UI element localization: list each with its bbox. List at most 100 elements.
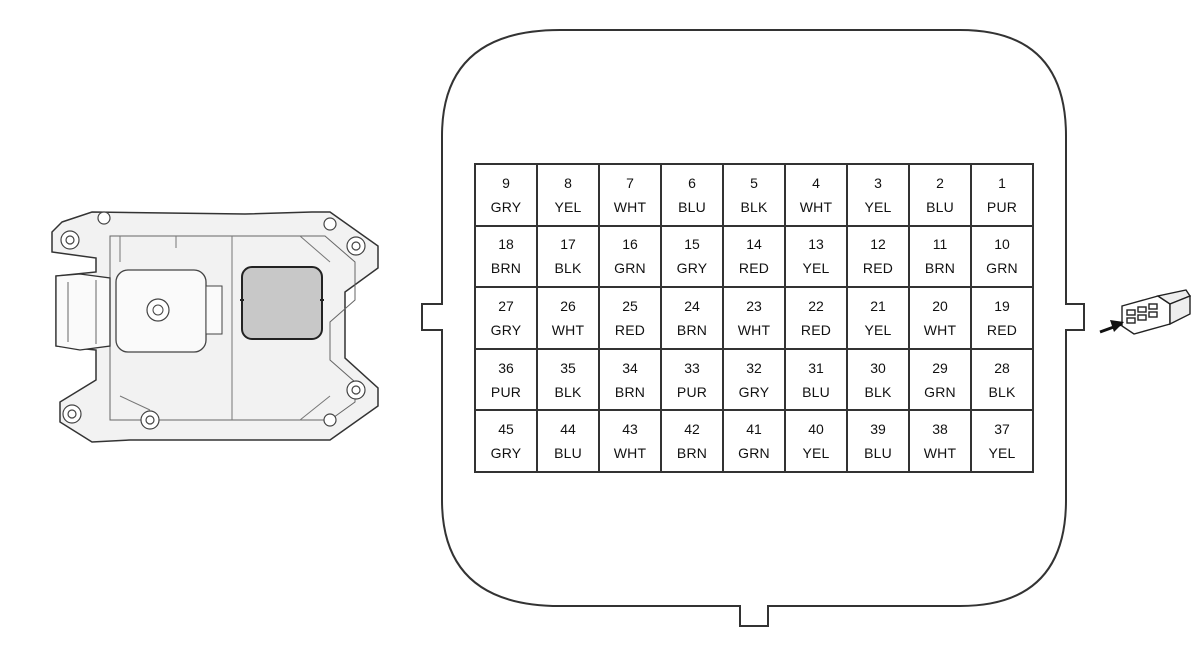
pin-number: 25 bbox=[622, 297, 638, 314]
pin-wire-color: WHT bbox=[551, 321, 585, 338]
pin-number: 29 bbox=[932, 359, 948, 376]
pin-number: 9 bbox=[502, 174, 510, 191]
insert-arrow-icon bbox=[1099, 320, 1124, 334]
pin-wire-color: BRN bbox=[490, 260, 522, 277]
pin-number: 45 bbox=[498, 421, 514, 438]
pin-wire-color: WHT bbox=[613, 445, 647, 462]
pin-number: 39 bbox=[870, 421, 886, 438]
pin-number: 12 bbox=[870, 236, 886, 253]
pin-wire-color: YEL bbox=[802, 445, 830, 462]
pin-number: 26 bbox=[560, 297, 576, 314]
pin-wire-color: RED bbox=[614, 321, 646, 338]
pin-number: 3 bbox=[874, 174, 882, 191]
pin-number: 32 bbox=[746, 359, 762, 376]
pin-wire-color: BLK bbox=[864, 383, 892, 400]
pin-number: 6 bbox=[688, 174, 696, 191]
pin-wire-color: WHT bbox=[799, 198, 833, 215]
pin-wire-color: BLU bbox=[554, 445, 582, 462]
pin-wire-color: PUR bbox=[676, 383, 708, 400]
pin-wire-color: YEL bbox=[554, 198, 582, 215]
pin-number: 37 bbox=[994, 421, 1010, 438]
pin-number: 28 bbox=[994, 359, 1010, 376]
pin-wire-color: BRN bbox=[614, 383, 646, 400]
pin-wire-color: GRN bbox=[614, 260, 646, 277]
pin-wire-color: WHT bbox=[923, 445, 957, 462]
pin-wire-color: RED bbox=[862, 260, 894, 277]
pin-number: 42 bbox=[684, 421, 700, 438]
pin-wire-color: PUR bbox=[490, 383, 522, 400]
pin-number: 18 bbox=[498, 236, 514, 253]
pin-number: 31 bbox=[808, 359, 824, 376]
pin-number: 14 bbox=[746, 236, 762, 253]
pin-number: 41 bbox=[746, 421, 762, 438]
module-inner-panel bbox=[109, 235, 356, 421]
pin-number: 35 bbox=[560, 359, 576, 376]
pin-number: 15 bbox=[684, 236, 700, 253]
pin-wire-color: BLK bbox=[554, 260, 582, 277]
pin-number: 36 bbox=[498, 359, 514, 376]
pin-number: 7 bbox=[626, 174, 634, 191]
pin-wire-color: GRN bbox=[986, 260, 1018, 277]
pin-wire-color: YEL bbox=[988, 445, 1016, 462]
pin-number: 4 bbox=[812, 174, 820, 191]
pin-number: 16 bbox=[622, 236, 638, 253]
pin-number: 5 bbox=[750, 174, 758, 191]
pin-number: 38 bbox=[932, 421, 948, 438]
pin-number: 2 bbox=[936, 174, 944, 191]
pin-wire-color: WHT bbox=[737, 321, 771, 338]
pin-wire-color: GRY bbox=[490, 321, 522, 338]
pin-wire-color: BLU bbox=[678, 198, 706, 215]
pin-wire-color: BLU bbox=[864, 445, 892, 462]
pin-wire-color: GRN bbox=[924, 383, 956, 400]
pin-wire-color: PUR bbox=[986, 198, 1018, 215]
pin-wire-color: GRY bbox=[490, 445, 522, 462]
pin-wire-color: BLU bbox=[926, 198, 954, 215]
pin-number: 27 bbox=[498, 297, 514, 314]
pin-wire-color: GRY bbox=[676, 260, 708, 277]
pin-number: 10 bbox=[994, 236, 1010, 253]
pin-number: 30 bbox=[870, 359, 886, 376]
pin-wire-color: YEL bbox=[864, 198, 892, 215]
pin-wire-color: BLK bbox=[988, 383, 1016, 400]
module-connector-highlight bbox=[241, 266, 323, 340]
pin-wire-color: BLK bbox=[554, 383, 582, 400]
pin-wire-color: BRN bbox=[676, 321, 708, 338]
pin-number: 20 bbox=[932, 297, 948, 314]
pin-number: 21 bbox=[870, 297, 886, 314]
module-ribs bbox=[119, 235, 331, 421]
pin-number: 22 bbox=[808, 297, 824, 314]
pin-wire-color: YEL bbox=[802, 260, 830, 277]
